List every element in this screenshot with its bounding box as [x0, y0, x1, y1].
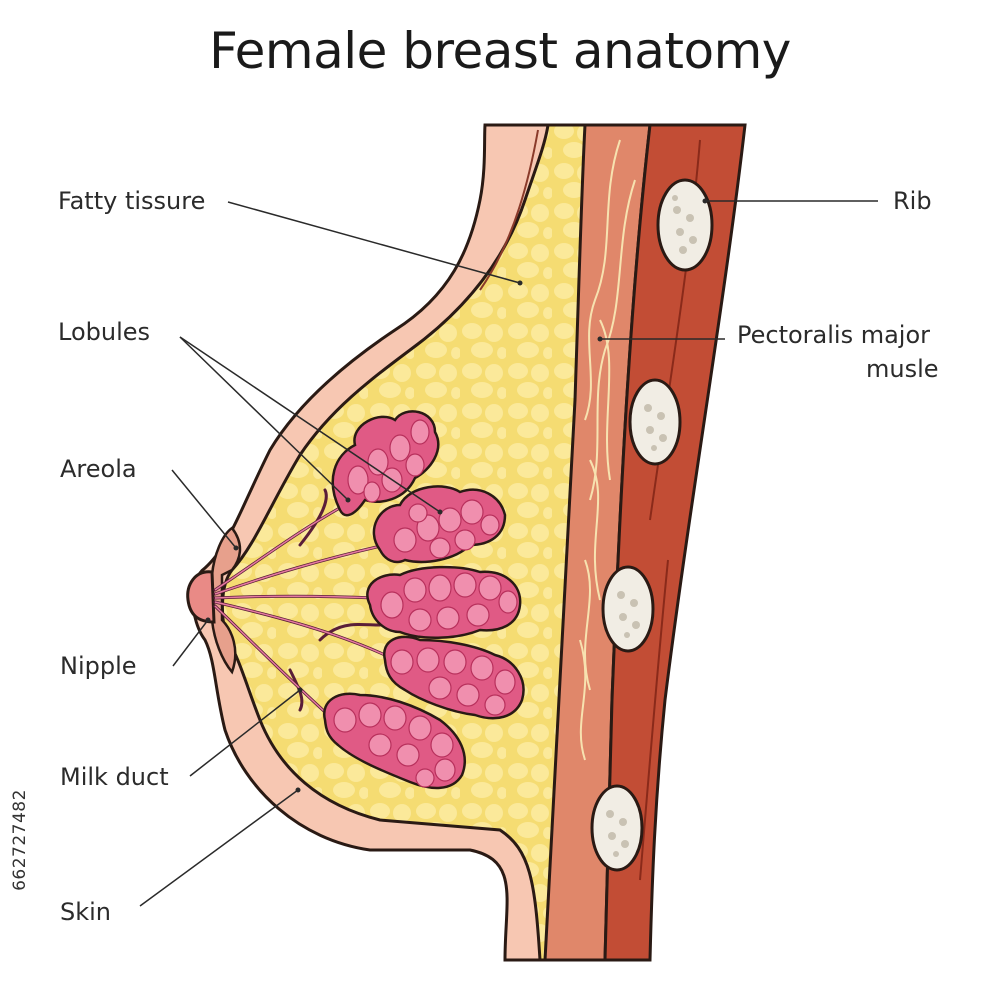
stock-id-text: 662727482 — [10, 789, 30, 891]
ribs — [590, 178, 714, 872]
leader-milk-duct — [189, 689, 301, 777]
stock-id-watermark: 662727482 — [4, 760, 36, 920]
label-fatty-tissue: Fatty tissure — [58, 187, 206, 215]
nipple — [186, 570, 216, 624]
leader-lobules-b — [179, 336, 441, 513]
label-lobules: Lobules — [58, 318, 151, 346]
muscle-fibers — [579, 139, 636, 761]
page-title: Female breast anatomy — [209, 22, 791, 80]
label-pectoralis-major-line1: Pectoralis major — [737, 321, 931, 349]
label-pectoralis-major-line2: musle — [866, 355, 939, 383]
label-areola: Areola — [60, 455, 137, 483]
rib-2 — [628, 378, 682, 466]
leader-lobules-a — [179, 336, 349, 501]
leader-areola — [171, 469, 237, 549]
leader-lines — [139, 200, 878, 907]
label-nipple: Nipple — [60, 652, 137, 680]
areola — [210, 526, 242, 675]
label-milk-duct: Milk duct — [60, 763, 169, 791]
label-rib: Rib — [893, 187, 932, 215]
leader-nipple — [172, 619, 209, 667]
leader-skin — [139, 789, 299, 907]
rib-4 — [590, 784, 644, 872]
rib-1 — [656, 178, 714, 272]
rib-3 — [601, 565, 655, 653]
chest-wall — [603, 123, 747, 962]
label-skin: Skin — [60, 898, 112, 926]
leader-fatty-tissue — [227, 201, 521, 284]
